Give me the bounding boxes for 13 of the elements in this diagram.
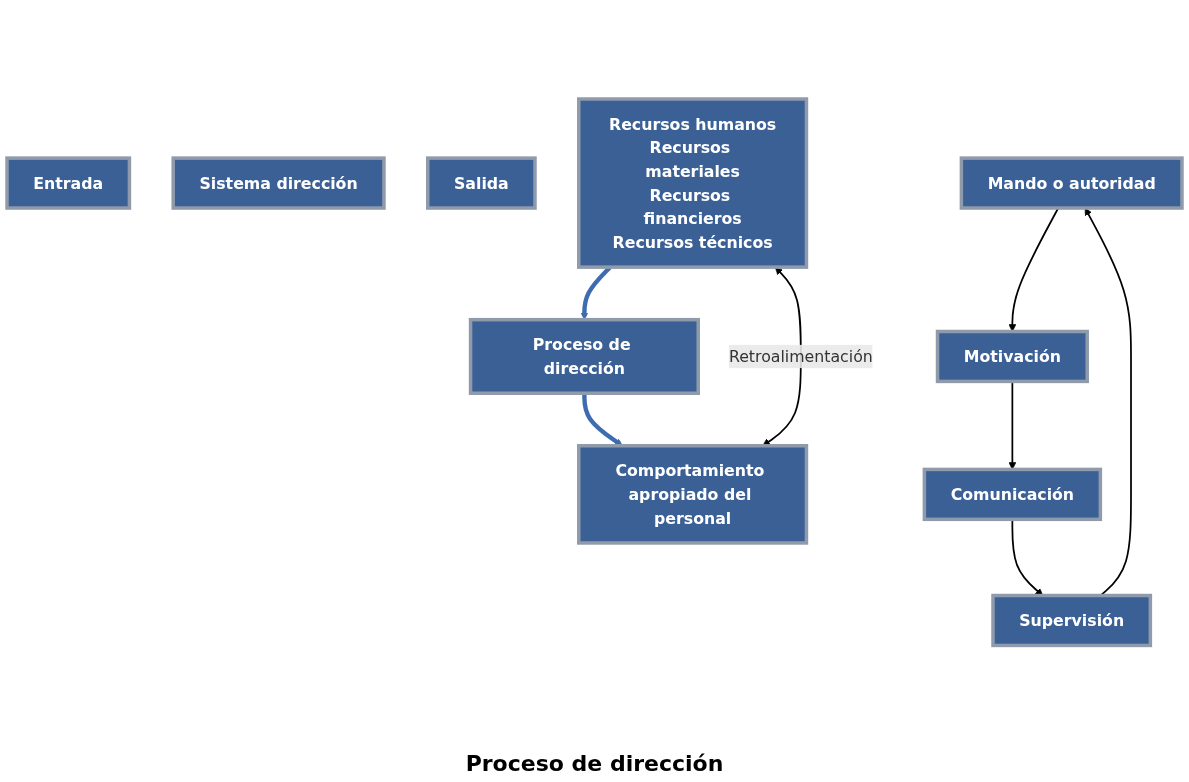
node-box: Sistema dirección <box>171 156 386 211</box>
arrow <box>582 393 623 447</box>
node-box: Salida <box>426 156 537 211</box>
node-box: Comportamiento apropiado del personal <box>577 444 809 545</box>
node-box: Supervisión <box>991 594 1153 648</box>
node-box: Proceso de dirección <box>468 318 700 396</box>
diagram-label: Proceso de dirección <box>465 751 724 776</box>
node-box: Entrada <box>5 156 132 211</box>
node-box: Recursos humanos Recursos materiales Recursos financieros Recursos técnicos <box>577 97 809 270</box>
edge-label: Retroalimentación <box>728 347 873 366</box>
node-box: Motivación <box>935 330 1089 384</box>
node-box: Mando o autoridad <box>959 156 1184 211</box>
node-box: Comunicación <box>922 467 1103 522</box>
